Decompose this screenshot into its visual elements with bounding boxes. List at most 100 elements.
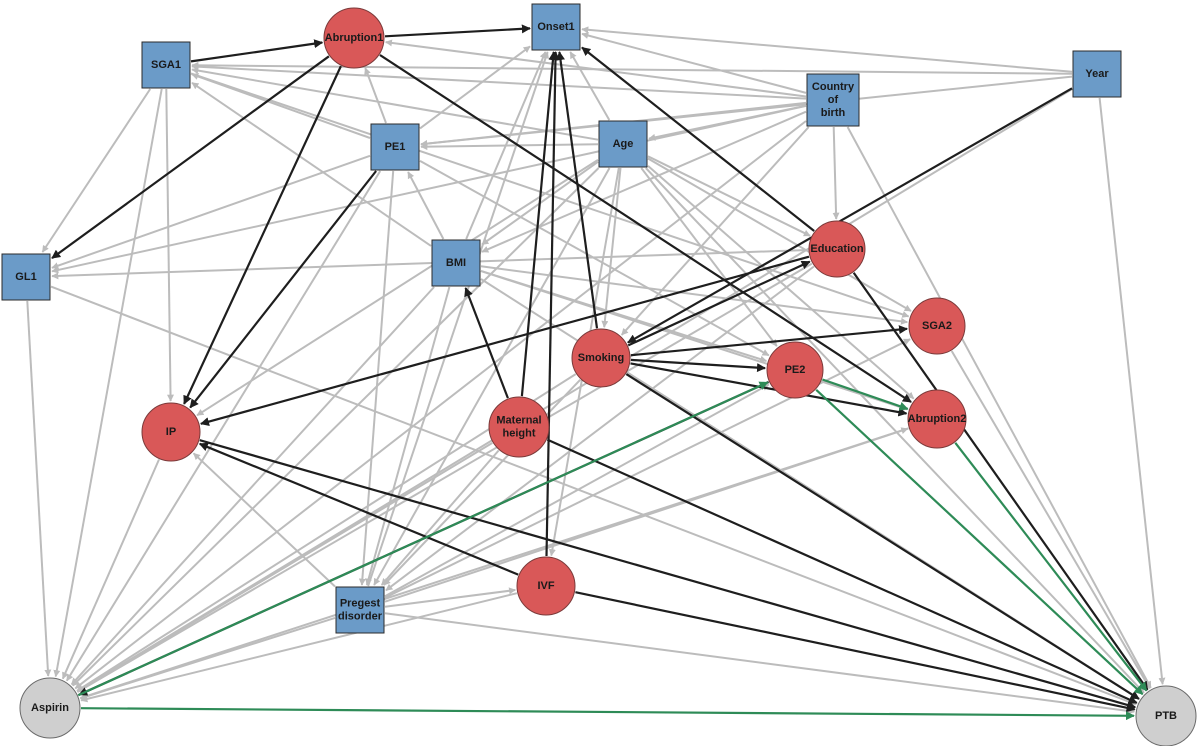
- node-ivf: IVF: [516, 556, 576, 616]
- node-ptb: PTB: [1135, 685, 1197, 746]
- edge-pe1-to-aspirin: [65, 170, 382, 682]
- edge-height-to-bmi: [464, 287, 509, 399]
- node-box: [1, 253, 51, 301]
- edge-height-to-onset1: [520, 51, 558, 397]
- edge-ip-to-aspirin: [61, 459, 160, 680]
- node-box: [141, 41, 191, 89]
- node-label: Smoking: [578, 352, 624, 364]
- edge-smoking-to-onset1: [556, 51, 599, 329]
- edge-height-to-ptb: [546, 438, 1138, 704]
- node-label: Pregest: [340, 598, 381, 610]
- node-label: Aspirin: [31, 702, 69, 714]
- node-label: Maternal: [496, 415, 541, 427]
- edge-smoking-to-sga2: [630, 325, 908, 357]
- node-box: [335, 586, 385, 634]
- node-label: BMI: [446, 257, 466, 269]
- edge-bmi-to-aspirin: [70, 286, 435, 686]
- edge-pe2-to-abruption2: [822, 378, 909, 411]
- edge-smoking-to-pregest: [383, 379, 582, 586]
- edge-age-to-smoking: [601, 167, 622, 328]
- node-box: [1072, 50, 1122, 98]
- node-label: Onset1: [537, 21, 574, 33]
- node-label: SGA1: [151, 59, 181, 71]
- edge-age-to-pregest: [373, 167, 611, 586]
- node-label: IVF: [537, 580, 554, 592]
- node-label: birth: [821, 107, 846, 119]
- edge-age-to-education: [647, 155, 811, 237]
- node-gl1: GL1: [1, 253, 51, 301]
- edge-pregest-to-ptb: [384, 612, 1135, 715]
- node-label: PE2: [785, 364, 806, 376]
- node-label: of: [828, 94, 839, 106]
- edge-age-to-aspirin: [72, 167, 600, 687]
- node-label: Abruption1: [325, 32, 384, 44]
- edge-abruption1-to-onset1: [384, 24, 531, 38]
- edge-year-to-aspirin: [76, 88, 1073, 693]
- edge-pe1-to-ip: [189, 170, 377, 409]
- node-pe1: PE1: [370, 123, 420, 171]
- edge-pe1-to-pregest: [358, 170, 395, 586]
- node-label: PE1: [385, 141, 406, 153]
- edge-aspirin-to-pe2: [77, 381, 769, 697]
- edge-bmi-to-sga1: [191, 81, 432, 247]
- edge-age-to-ptb: [645, 167, 1145, 694]
- edge-ip-to-ptb: [199, 439, 1137, 710]
- node-circle: [908, 297, 966, 355]
- node-box: [598, 120, 648, 168]
- edge-pregest-to-sga2: [384, 338, 911, 599]
- node-circle: [571, 328, 631, 388]
- edge-bmi-to-onset1: [465, 51, 547, 240]
- edge-abruption2-to-aspirin: [79, 427, 909, 700]
- edge-pe2-to-ptb: [815, 388, 1144, 696]
- node-box: [531, 3, 581, 51]
- edge-age-to-pe2: [640, 167, 778, 347]
- node-circle: [19, 677, 81, 739]
- edge-year-to-onset1: [581, 26, 1073, 73]
- node-education: Education: [808, 220, 866, 278]
- node-sga2: SGA2: [908, 297, 966, 355]
- node-circle: [323, 7, 385, 69]
- node-box: [806, 73, 860, 127]
- edge-aspirin-to-ptb: [80, 707, 1135, 721]
- node-label: Age: [613, 138, 634, 150]
- node-label: SGA2: [922, 320, 952, 332]
- node-label: Country: [812, 81, 855, 93]
- edge-pregest-to-ip: [192, 452, 336, 588]
- edge-height-to-pregest: [380, 449, 500, 586]
- edge-ivf-to-onset1: [545, 51, 560, 557]
- edge-abruption1-to-gl1: [51, 55, 330, 259]
- edge-smoking-to-ptb: [625, 373, 1140, 700]
- edge-bmi-to-pregest: [365, 286, 451, 586]
- edge-year-to-ptb: [1098, 97, 1166, 685]
- nodes: Abruption1Onset1SGA1CountryofbirthYearPE…: [1, 3, 1197, 746]
- edge-education-to-gl1: [51, 249, 809, 280]
- node-ip: IP: [141, 402, 201, 462]
- edge-abruption2-to-ptb: [954, 442, 1148, 692]
- edge-sga1-to-gl1: [41, 88, 152, 253]
- node-label: IP: [166, 426, 176, 438]
- node-aspirin: Aspirin: [19, 677, 81, 739]
- edge-bmi-to-pe1: [407, 171, 445, 240]
- edge-country-to-sga1: [191, 63, 807, 100]
- node-circle: [907, 389, 967, 449]
- edge-country-to-gl1: [51, 104, 807, 274]
- node-abruption1: Abruption1: [323, 7, 385, 69]
- node-bmi: BMI: [431, 239, 481, 287]
- edge-year-to-smoking: [627, 87, 1073, 344]
- edge-pe1-to-abruption1: [364, 67, 387, 124]
- edge-abruption1-to-ip: [183, 65, 342, 405]
- edge-age-to-pe1: [420, 143, 599, 151]
- node-age: Age: [598, 120, 648, 168]
- node-label: PTB: [1155, 710, 1177, 722]
- edge-pe1-to-gl1: [51, 154, 371, 270]
- node-label: Education: [810, 243, 863, 255]
- edge-education-to-ip: [200, 255, 810, 426]
- edges-grey: [26, 26, 1166, 715]
- edge-smoking-to-pe2: [630, 358, 766, 373]
- node-smoking: Smoking: [571, 328, 631, 388]
- node-abruption2: Abruption2: [907, 389, 967, 449]
- node-box: [431, 239, 481, 287]
- edge-bmi-to-abruption2: [480, 270, 909, 411]
